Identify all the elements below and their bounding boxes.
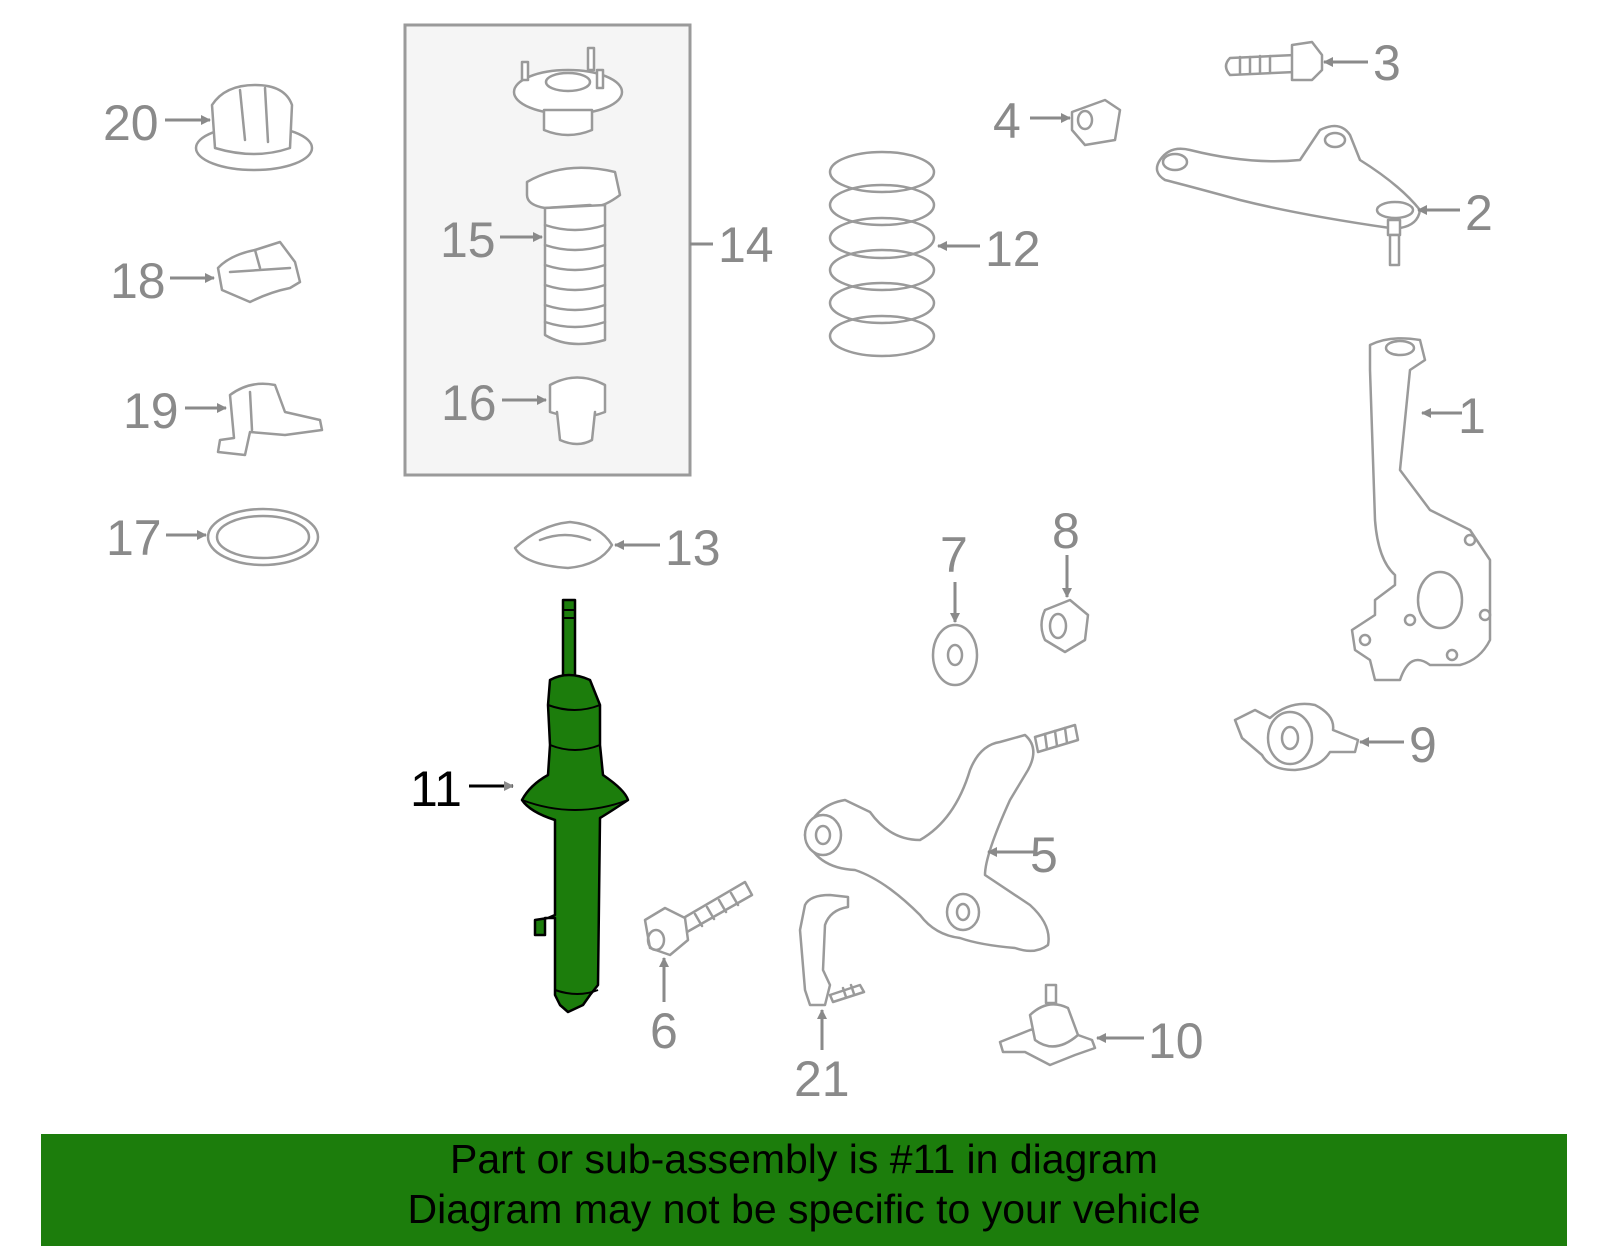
label-2[interactable]: 2 [1465, 185, 1493, 241]
part-21-link[interactable] [798, 893, 866, 1007]
label-4[interactable]: 4 [993, 93, 1021, 149]
label-8[interactable]: 8 [1052, 503, 1080, 559]
banner-line-2: Diagram may not be specific to your vehi… [407, 1186, 1201, 1232]
label-1[interactable]: 1 [1458, 388, 1486, 444]
label-12[interactable]: 12 [985, 221, 1041, 277]
label-6[interactable]: 6 [650, 1003, 678, 1059]
banner-line-1: Part or sub-assembly is #11 in diagram [450, 1136, 1158, 1182]
part-18-bracket[interactable] [216, 240, 302, 304]
info-banner: Part or sub-assembly is #11 in diagram D… [41, 1134, 1567, 1246]
part-19-bracket[interactable] [216, 382, 324, 457]
label-14[interactable]: 14 [718, 217, 774, 273]
label-19[interactable]: 19 [123, 383, 179, 439]
part-3-bolt[interactable] [1224, 40, 1324, 82]
label-15[interactable]: 15 [440, 212, 496, 268]
part-11-strut-assembly[interactable] [520, 598, 630, 1014]
part-1-knuckle[interactable] [1350, 337, 1492, 682]
part-7-washer[interactable] [931, 623, 979, 687]
part-16-bumper[interactable] [548, 376, 607, 446]
label-3[interactable]: 3 [1373, 35, 1401, 91]
label-7[interactable]: 7 [940, 527, 968, 583]
label-5[interactable]: 5 [1030, 827, 1058, 883]
label-17[interactable]: 17 [106, 510, 162, 566]
label-11[interactable]: 11 [410, 761, 462, 817]
part-5-lower-arm[interactable] [803, 723, 1080, 953]
part-2-upper-arm[interactable] [1155, 124, 1422, 267]
part-15-dust-boot[interactable] [525, 166, 622, 346]
part-upper-mount[interactable] [512, 46, 624, 137]
parts-diagram: 20 18 19 17 15 16 14 [103, 23, 1493, 1107]
label-13[interactable]: 13 [665, 520, 721, 576]
part-6-bolt[interactable] [643, 880, 754, 957]
label-9[interactable]: 9 [1409, 717, 1437, 773]
part-12-coil-spring[interactable] [828, 150, 936, 358]
part-8-nut[interactable] [1040, 598, 1090, 654]
part-13-spring-seat[interactable] [513, 520, 614, 570]
label-16[interactable]: 16 [441, 375, 497, 431]
label-18[interactable]: 18 [110, 253, 166, 309]
part-17-ring[interactable] [206, 507, 320, 567]
label-21[interactable]: 21 [794, 1051, 850, 1107]
label-20[interactable]: 20 [103, 95, 159, 151]
part-4-nut[interactable] [1070, 98, 1122, 147]
part-9-bushing[interactable] [1233, 702, 1360, 772]
part-20-mount-cap[interactable] [194, 83, 314, 172]
part-10-ball-joint[interactable] [998, 983, 1097, 1067]
label-10[interactable]: 10 [1148, 1013, 1204, 1069]
